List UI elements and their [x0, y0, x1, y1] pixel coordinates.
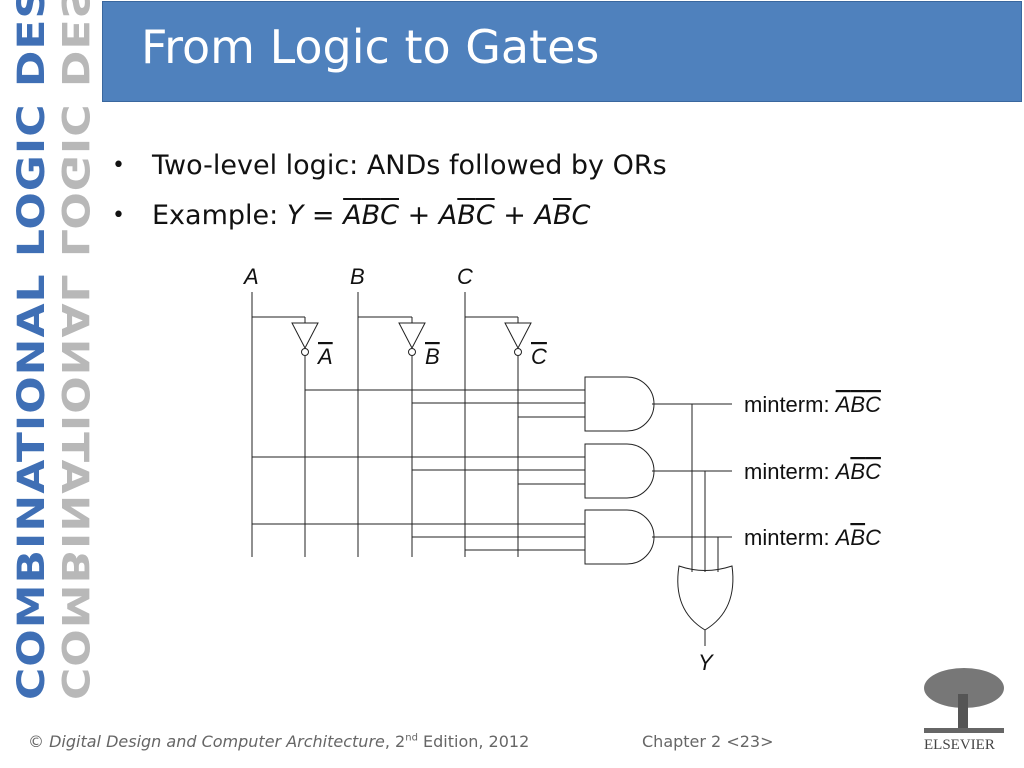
bullet-text: Two-level logic: ANDs followed by ORs — [152, 149, 667, 181]
bullet-dot-icon: • — [112, 202, 125, 228]
minterm-label-1: minterm: ABC — [744, 392, 881, 417]
book-title: Digital Design and Computer Architecture — [49, 732, 385, 751]
plus-sign: + — [399, 199, 439, 231]
literal: A — [438, 199, 458, 231]
literal: A — [343, 199, 362, 231]
literal: C — [571, 199, 591, 231]
literal: A — [534, 199, 553, 231]
input-label-b: B — [350, 264, 365, 289]
bullet-dot-icon: • — [112, 152, 125, 178]
input-label-a: A — [242, 264, 259, 289]
bullet-text: Example: — [152, 199, 287, 231]
inverter-bubble — [514, 348, 522, 356]
edition-year: Edition, 2012 — [417, 732, 530, 751]
or-gate — [677, 565, 734, 631]
edition: , 2 — [384, 732, 406, 751]
bullet-item: •Example: Y = ABC + ABC + ABC — [112, 190, 667, 240]
and-gate-3 — [584, 509, 655, 565]
slide-title: From Logic to Gates — [141, 20, 600, 74]
footer-copyright: © Digital Design and Computer Architectu… — [28, 732, 529, 751]
inverted-label-b: B — [425, 344, 440, 369]
elsevier-tree-logo — [924, 668, 1004, 733]
edition-sup: nd — [405, 732, 418, 744]
bullet-list: • Two-level logic: ANDs followed by ORs •… — [112, 140, 667, 240]
inverted-label-c: C — [531, 344, 547, 369]
plus-sign: + — [494, 199, 535, 231]
literal: B — [457, 199, 476, 231]
and-gate-2 — [584, 443, 655, 499]
bullet-item: • Two-level logic: ANDs followed by ORs — [112, 140, 667, 190]
inverter-bubble — [408, 348, 416, 356]
equation-lhs: Y — [286, 199, 304, 231]
minterm-label-2: minterm: ABC — [744, 459, 881, 484]
literal: C — [475, 199, 495, 231]
input-label-c: C — [457, 264, 473, 289]
copyright-symbol: © — [28, 732, 44, 751]
inverted-label-a: A — [316, 344, 333, 369]
equals-sign: = — [303, 199, 344, 231]
inverter-a — [291, 322, 319, 350]
inverter-b — [398, 322, 426, 350]
title-bar: From Logic to Gates — [102, 1, 1022, 102]
publisher-name: ELSEVIER — [924, 737, 995, 753]
literal: C — [380, 199, 399, 231]
output-label-y: Y — [698, 650, 714, 675]
inverter-c — [504, 322, 532, 350]
and-gate-1 — [584, 376, 655, 432]
inverter-bubble — [301, 348, 309, 356]
literal: B — [361, 199, 381, 231]
minterm-label-3: minterm: ABC — [744, 525, 881, 550]
literal: B — [552, 199, 572, 231]
chapter-label: Chapter 2 <23> — [642, 732, 774, 751]
equation-rhs: ABC + ABC + ABC — [343, 200, 590, 231]
